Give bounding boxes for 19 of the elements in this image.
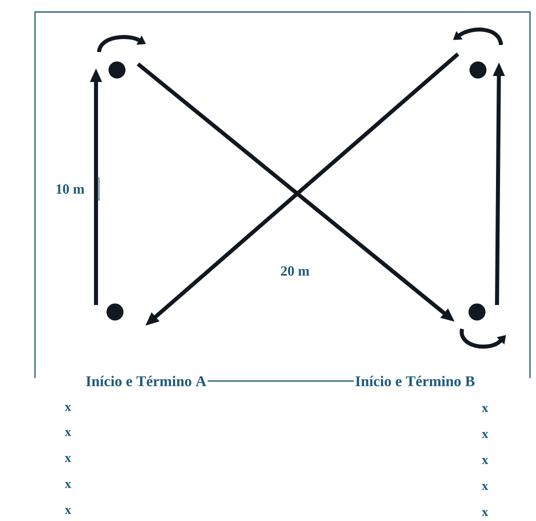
dimension-label: 10 m (54, 183, 86, 195)
player-mark: x (64, 430, 72, 436)
player-mark: x (482, 406, 488, 412)
player-mark: x (64, 508, 72, 514)
cone-dot (108, 62, 126, 78)
player-mark: x (482, 432, 488, 438)
player-mark: x (482, 484, 488, 490)
player-mark: x (482, 458, 488, 464)
start-label: Início e Término A (86, 376, 206, 386)
player-mark: x (482, 510, 488, 516)
cone-dot (470, 62, 486, 78)
player-mark: x (64, 456, 72, 462)
dimension-label: 20 m (279, 265, 311, 277)
player-mark: x (64, 405, 72, 411)
cone-dot (106, 304, 124, 320)
start-label: Início e Término B (356, 376, 475, 386)
connecting-line (208, 380, 354, 382)
player-mark: x (64, 482, 72, 488)
cone-dot (468, 304, 486, 320)
